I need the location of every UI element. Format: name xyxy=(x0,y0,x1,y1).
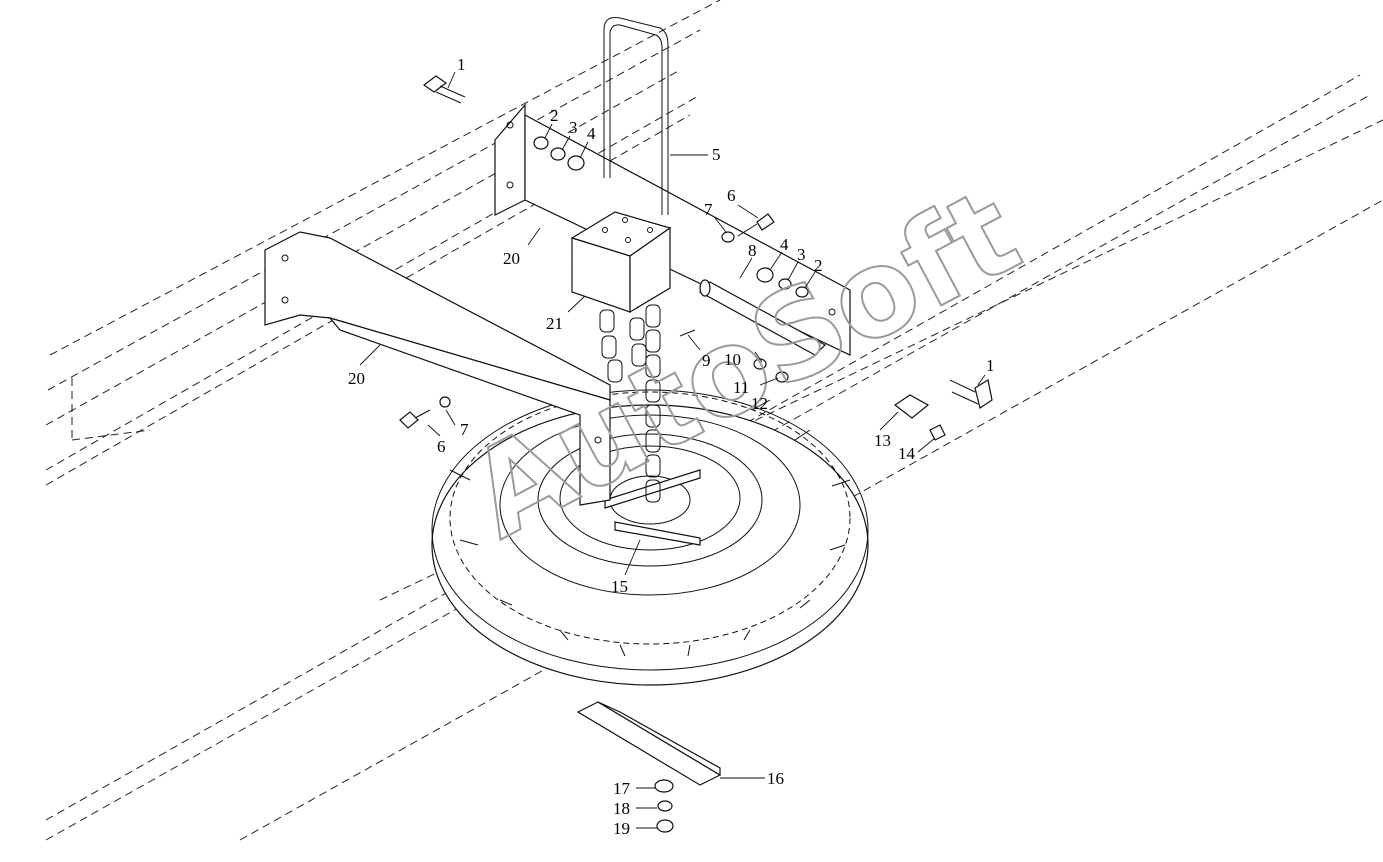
callout-16: 16 xyxy=(767,769,784,788)
callout-18: 18 xyxy=(613,799,630,818)
callout-6-left: 6 xyxy=(437,437,446,456)
washer-17 xyxy=(654,779,674,793)
bottom-channel xyxy=(576,701,722,786)
callout-1-right: 1 xyxy=(986,356,995,375)
washer-2-right xyxy=(795,286,809,298)
winch-block xyxy=(570,211,672,314)
spare-wheel xyxy=(431,389,869,686)
callout-2-top: 2 xyxy=(550,106,559,125)
nut-19 xyxy=(656,819,674,833)
callout-2-right: 2 xyxy=(814,256,823,275)
callout-6-right: 6 xyxy=(727,186,736,205)
washer-3-right xyxy=(778,278,792,290)
u-bolt xyxy=(603,17,669,215)
callout-1-top: 1 xyxy=(457,55,466,74)
washer-11 xyxy=(775,371,789,383)
callout-7-right: 7 xyxy=(704,200,713,219)
callout-15: 15 xyxy=(611,577,628,596)
callout-4-right: 4 xyxy=(780,235,789,254)
fasteners xyxy=(399,75,993,833)
callout-11: 11 xyxy=(733,378,749,397)
wheel-clamp-crossmember xyxy=(604,469,701,546)
bolt-6-right xyxy=(737,213,775,237)
callout-20-upper: 20 xyxy=(503,249,520,268)
callout-3-right: 3 xyxy=(797,245,806,264)
callout-17: 17 xyxy=(613,779,631,798)
callout-8: 8 xyxy=(748,241,757,260)
winch-shaft xyxy=(699,279,826,356)
callout-20-lower: 20 xyxy=(348,369,365,388)
washer-7-left xyxy=(439,396,451,408)
leader-lines xyxy=(359,71,986,829)
pin-9 xyxy=(679,329,696,337)
callout-14: 14 xyxy=(898,444,916,463)
callout-10: 10 xyxy=(724,350,741,369)
callout-21: 21 xyxy=(546,314,563,333)
upper-bracket xyxy=(494,103,851,356)
callout-5: 5 xyxy=(712,145,721,164)
bolt-1-right xyxy=(949,379,993,409)
washer-7-right xyxy=(721,231,735,243)
bolt-14 xyxy=(929,424,946,441)
callout-13: 13 xyxy=(874,431,891,450)
bolt-6-left xyxy=(399,409,431,429)
nut-4-top xyxy=(567,155,585,171)
nut-4-right xyxy=(756,267,774,283)
callout-7-left: 7 xyxy=(460,420,469,439)
callout-4-top: 4 xyxy=(587,124,596,143)
washer-3-top xyxy=(550,147,566,161)
washer-18 xyxy=(657,800,673,812)
callout-labels: 1 2 3 4 5 6 7 8 4 3 2 20 21 9 10 1 20 11… xyxy=(348,55,995,838)
bolt-1-top xyxy=(422,75,466,104)
callout-9: 9 xyxy=(702,351,711,370)
chain xyxy=(599,304,661,503)
lower-bracket xyxy=(264,231,611,506)
callout-12: 12 xyxy=(751,394,768,413)
callout-19: 19 xyxy=(613,819,630,838)
flange-13 xyxy=(893,394,930,419)
washer-2-top xyxy=(533,136,549,150)
callout-3-top: 3 xyxy=(569,118,578,137)
